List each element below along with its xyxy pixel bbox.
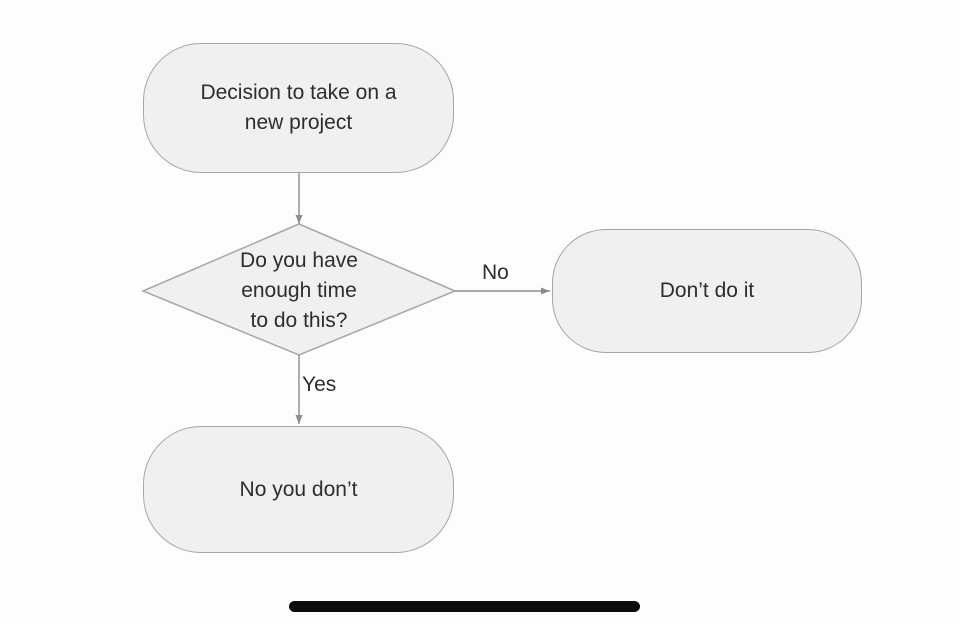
- decision-diamond-shape: [141, 223, 457, 356]
- decision-node: Do you have enough time to do this?: [194, 244, 404, 338]
- no-you-dont-node: No you don’t: [143, 426, 454, 553]
- dont-do-it-node-label: Don’t do it: [659, 279, 755, 302]
- dont-do-it-node: Don’t do it: [552, 229, 862, 353]
- edge-label-no: No: [482, 261, 509, 284]
- start-node-label: Decision to take on a new project: [200, 81, 397, 134]
- home-indicator-bar[interactable]: [289, 601, 640, 612]
- no-you-dont-node-label: No you don’t: [239, 477, 358, 501]
- edge-label-yes: Yes: [302, 373, 337, 396]
- start-node: Decision to take on a new project: [143, 43, 454, 173]
- decision-node-label: Do you have enough time to do this?: [240, 249, 358, 332]
